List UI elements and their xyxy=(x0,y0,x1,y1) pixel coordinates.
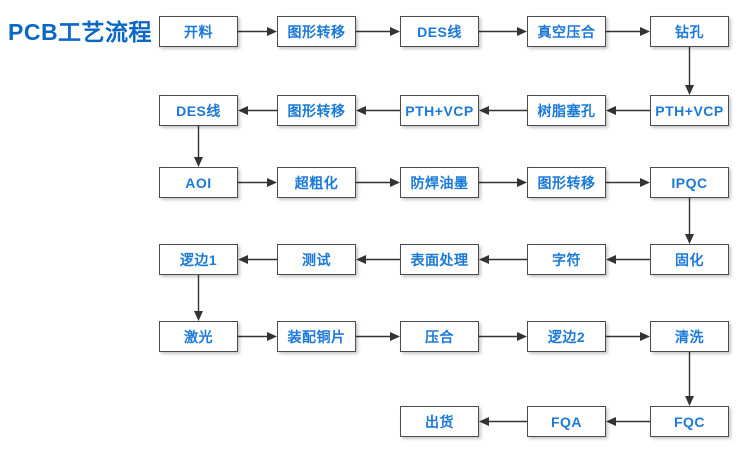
flow-node-luobian-2: 逻边2 xyxy=(527,321,606,352)
arrow-head xyxy=(267,178,277,187)
flow-node-tuxing-1: 图形转移 xyxy=(277,16,356,47)
flow-node-kailiao: 开料 xyxy=(159,16,238,47)
flow-node-fqa: FQA xyxy=(527,406,606,437)
arrow-head xyxy=(356,255,366,264)
arrow-head xyxy=(238,106,248,115)
arrow-head xyxy=(479,106,489,115)
arrow-head xyxy=(238,255,248,264)
flow-node-luobian-1: 逻边1 xyxy=(159,244,238,275)
arrow-head xyxy=(606,417,616,426)
flow-node-ipqc: IPQC xyxy=(650,167,729,198)
arrow-head xyxy=(606,106,616,115)
arrow-head xyxy=(640,332,650,341)
flow-node-pth-vcp-2: PTH+VCP xyxy=(400,95,479,126)
arrow-head xyxy=(390,178,400,187)
flow-node-tuxing-3: 图形转移 xyxy=(527,167,606,198)
arrow-head xyxy=(606,255,616,264)
arrow-head xyxy=(479,255,489,264)
arrow-head xyxy=(685,85,694,95)
arrow-head xyxy=(517,178,527,187)
arrow-head xyxy=(640,178,650,187)
arrow-head xyxy=(267,27,277,36)
flow-node-tuxing-2: 图形转移 xyxy=(277,95,356,126)
flow-node-zhuangpei-tongpian: 装配铜片 xyxy=(277,321,356,352)
page-title: PCB工艺流程 xyxy=(8,19,153,45)
flow-node-zhenkong-yahe: 真空压合 xyxy=(527,16,606,47)
arrow-head xyxy=(390,27,400,36)
flow-node-yahe: 压合 xyxy=(400,321,479,352)
flow-node-biaomian-chuli: 表面处理 xyxy=(400,244,479,275)
flow-node-des-1: DES线 xyxy=(400,16,479,47)
flow-node-chaocuhua: 超粗化 xyxy=(277,167,356,198)
flow-node-chuhuo: 出货 xyxy=(400,406,479,437)
arrow-head xyxy=(194,157,203,167)
arrow-head xyxy=(479,417,489,426)
arrow-head xyxy=(517,27,527,36)
arrow-head xyxy=(517,332,527,341)
flow-node-qingxi: 清洗 xyxy=(650,321,729,352)
flow-node-shuzhi-saikong: 树脂塞孔 xyxy=(527,95,606,126)
flow-node-fqc: FQC xyxy=(650,406,729,437)
arrow-head xyxy=(640,27,650,36)
flow-node-jiguang: 激光 xyxy=(159,321,238,352)
arrow-head xyxy=(390,332,400,341)
arrow-head xyxy=(267,332,277,341)
flow-node-des-2: DES线 xyxy=(159,95,238,126)
flow-node-aoi: AOI xyxy=(159,167,238,198)
flow-node-pth-vcp-1: PTH+VCP xyxy=(650,95,729,126)
flow-node-fanghan-youmo: 防焊油墨 xyxy=(400,167,479,198)
arrow-head xyxy=(685,234,694,244)
arrow-head xyxy=(356,106,366,115)
arrow-head xyxy=(685,396,694,406)
flow-node-zuankong: 钻孔 xyxy=(650,16,729,47)
flow-node-zifu: 字符 xyxy=(527,244,606,275)
flow-node-guhua: 固化 xyxy=(650,244,729,275)
flow-node-ceshi: 测试 xyxy=(277,244,356,275)
arrow-head xyxy=(194,311,203,321)
